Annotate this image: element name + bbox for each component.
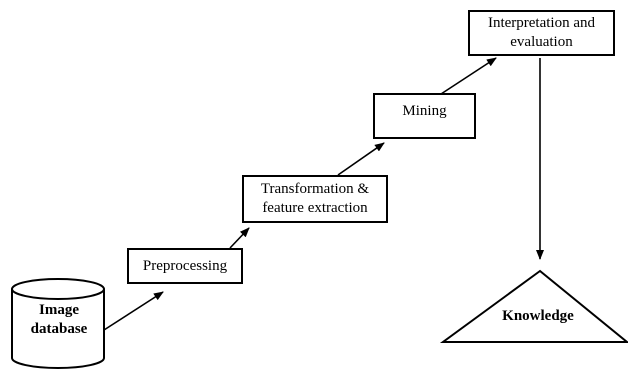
mining-label: Mining bbox=[402, 102, 447, 119]
arrow-preprocessing-to-transformation bbox=[229, 227, 250, 249]
arrow-mining-to-interpretation bbox=[440, 57, 497, 95]
mining-box: Mining bbox=[373, 93, 476, 139]
interpretation-line2: evaluation bbox=[510, 34, 573, 50]
image-database-line2: database bbox=[30, 321, 88, 337]
knowledge-triangle bbox=[439, 269, 628, 343]
interpretation-box: Interpretation and evaluation bbox=[468, 10, 615, 56]
arrow-transformation-to-mining bbox=[337, 142, 385, 176]
transformation-line1: Transformation & bbox=[260, 181, 370, 197]
image-database-cylinder bbox=[11, 278, 105, 369]
preprocessing-box: Preprocessing bbox=[127, 248, 243, 284]
preprocessing-label: Preprocessing bbox=[142, 257, 228, 274]
image-database-label: Image database bbox=[14, 301, 104, 339]
arrow-database-to-preprocessing bbox=[103, 291, 164, 331]
image-database-line1: Image bbox=[39, 302, 79, 318]
knowledge-label: Knowledge bbox=[502, 308, 574, 324]
interpretation-line1: Interpretation and bbox=[487, 15, 596, 31]
transformation-box: Transformation & feature extraction bbox=[242, 175, 388, 223]
transformation-line2: feature extraction bbox=[262, 200, 368, 216]
